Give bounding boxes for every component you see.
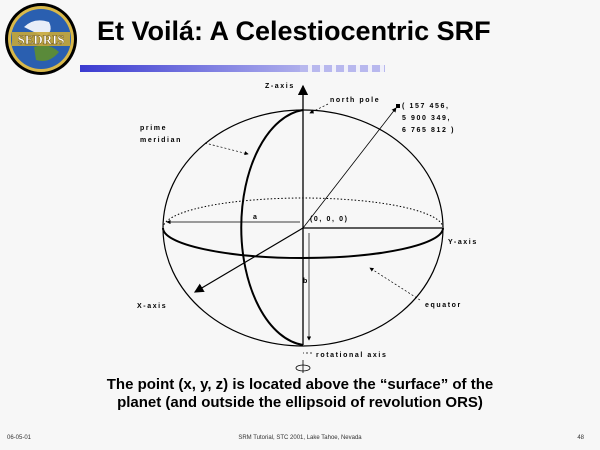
slide-title: Et Voilá: A Celestiocentric SRF <box>97 16 491 46</box>
point-vector <box>302 107 397 229</box>
svg-text:SEDRIS: SEDRIS <box>18 32 65 47</box>
x-axis-line <box>193 227 304 293</box>
point-marker <box>396 104 400 108</box>
footer-center: SRM Tutorial, STC 2001, Lake Tahoe, Neva… <box>238 435 362 441</box>
footer-page-number: 48 <box>577 435 584 441</box>
origin-label: (0, 0, 0) <box>310 216 349 223</box>
title-underline-dashes <box>300 65 385 72</box>
prime-meridian <box>240 109 304 346</box>
x-axis-label: X-axis <box>137 303 167 310</box>
equator-leader <box>369 267 421 301</box>
north-pole-leader <box>309 103 329 114</box>
point-coord-1: ( 157 456, <box>402 103 450 110</box>
north-pole-label: north pole <box>330 97 380 104</box>
equator-label: equator <box>425 302 462 309</box>
prime-meridian-label-1: prime <box>140 125 167 132</box>
a-label: a <box>253 214 259 221</box>
slide-caption: The point (x, y, z) is located above the… <box>60 376 540 412</box>
footer-date: 06-05-01 <box>7 435 32 441</box>
point-coord-3: 6 765 812 ) <box>402 127 455 134</box>
point-coord-2: 5 900 349, <box>402 115 451 122</box>
b-label: b <box>303 278 309 285</box>
caption-line-1: The point (x, y, z) is located above the… <box>106 376 494 393</box>
prime-meridian-label-2: meridian <box>140 137 182 144</box>
rotational-axis-label: rotational axis <box>316 352 387 359</box>
title-underline <box>80 65 385 72</box>
z-axis-label: Z-axis <box>265 83 295 90</box>
meridian-leader <box>204 142 249 156</box>
sedris-logo: SEDRIS <box>5 3 77 75</box>
caption-line-2: planet (and outside the ellipsoid of rev… <box>117 394 483 411</box>
y-axis-label: Y-axis <box>448 239 478 246</box>
